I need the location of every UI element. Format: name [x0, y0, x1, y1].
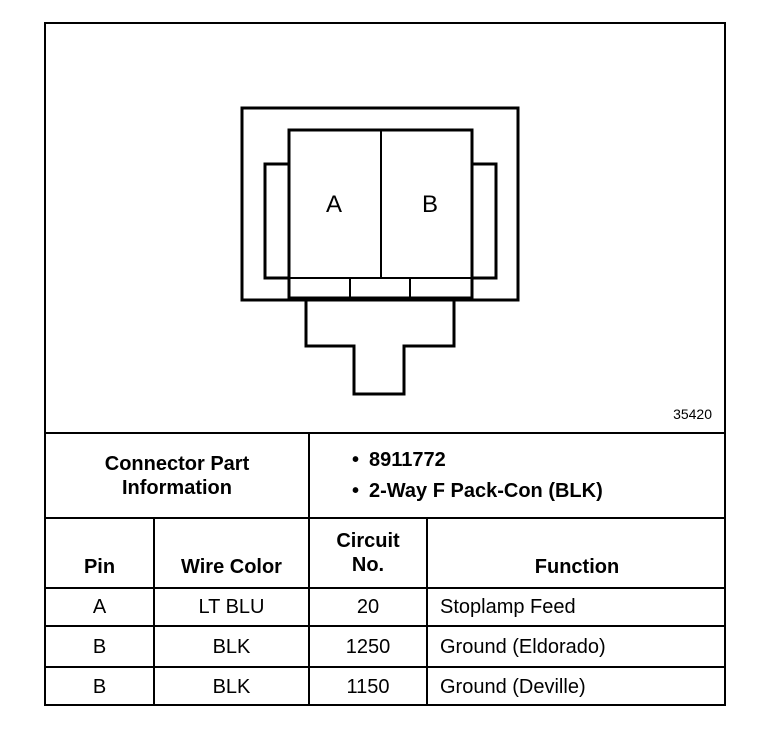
left-latch — [263, 162, 291, 280]
header-circuit-no: Circuit No. — [310, 519, 426, 587]
row-2-pin: B — [92, 635, 107, 658]
part-number: 8911772 — [369, 448, 446, 471]
header-circuit-no-text: Circuit No. — [336, 530, 400, 576]
row-3-pin: B — [92, 676, 107, 698]
header-wire-color: Wire Color — [181, 556, 282, 578]
part-info-heading: Connector Part Information — [46, 434, 308, 517]
divider-line — [46, 587, 726, 589]
divider-line — [46, 517, 726, 519]
connector-illustration: A B 35420 — [46, 24, 724, 434]
divider-line — [46, 666, 726, 668]
right-latch — [470, 162, 498, 280]
row-2-function: Ground (Eldorado) — [440, 635, 606, 658]
row-1-pin: A — [92, 596, 107, 618]
part-info-list: • 8911772 • 2-Way F Pack-Con (BLK) — [310, 434, 726, 517]
header-pin: Pin — [83, 556, 116, 578]
connector-drawing — [240, 106, 520, 396]
bullet-icon: • — [352, 448, 360, 471]
row-1-wire-color: LT BLU — [198, 596, 265, 618]
divider-line — [426, 519, 428, 706]
divider-line — [153, 519, 155, 706]
row-2-wire-color: BLK — [212, 635, 251, 658]
divider-line — [46, 625, 726, 627]
cavity-label-b: B — [421, 190, 438, 218]
row-3-wire-color: BLK — [212, 676, 251, 698]
row-2-circuit: 1250 — [345, 635, 391, 658]
divider-line — [46, 432, 726, 434]
row-1-function: Stoplamp Feed — [440, 596, 576, 618]
part-number-line: • 8911772 — [352, 449, 726, 472]
connector-housing — [240, 106, 520, 302]
divider-line — [308, 434, 310, 706]
connector-type: 2-Way F Pack-Con (BLK) — [369, 479, 603, 502]
connector-diagram-frame: A B 35420 Connector Part Information • 8… — [44, 22, 726, 706]
connector-type-line: • 2-Way F Pack-Con (BLK) — [352, 480, 726, 503]
bullet-icon: • — [352, 479, 360, 502]
header-function: Function — [534, 556, 620, 578]
row-3-circuit: 1150 — [346, 676, 390, 698]
lock-tab — [304, 300, 456, 396]
cavity-label-a: A — [325, 190, 342, 218]
row-3-function: Ground (Deville) — [440, 676, 586, 698]
part-info-heading-text: Connector Part Information — [104, 452, 250, 499]
row-1-circuit: 20 — [356, 596, 380, 618]
figure-number: 35420 — [673, 406, 712, 422]
